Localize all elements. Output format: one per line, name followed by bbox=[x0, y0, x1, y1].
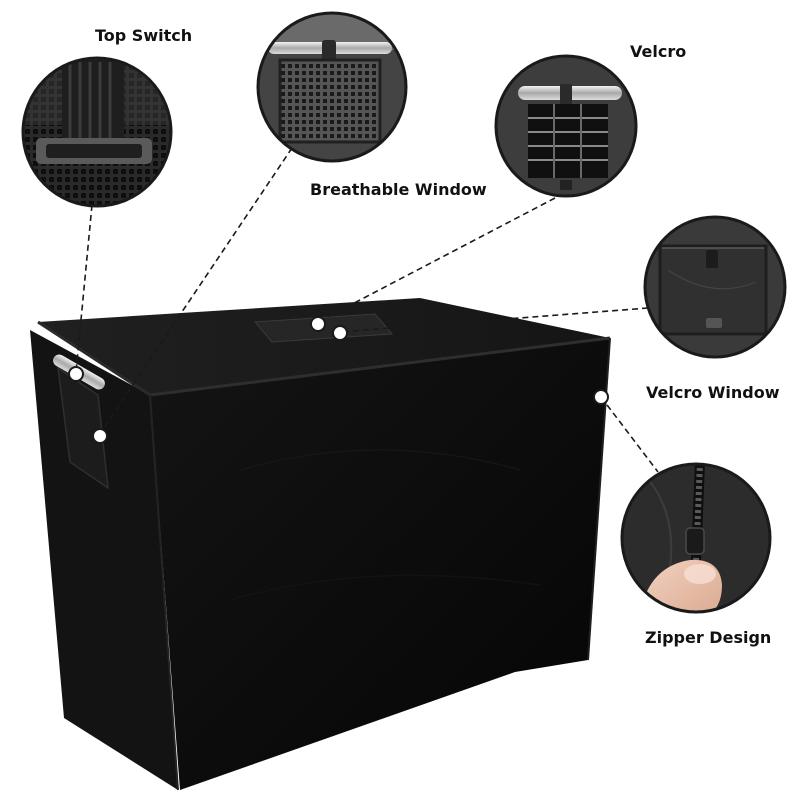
line-top-switch bbox=[75, 204, 93, 373]
zoom-velcro-window-panel bbox=[643, 215, 787, 359]
marker-velcro bbox=[310, 316, 326, 332]
label-velcro-window: Velcro Window bbox=[646, 383, 780, 402]
marker-top-switch bbox=[68, 366, 84, 382]
cover-left-side bbox=[30, 330, 178, 790]
zoom-zipper-pull bbox=[620, 462, 772, 614]
line-zipper bbox=[600, 396, 659, 473]
label-velcro: Velcro bbox=[630, 42, 687, 61]
line-velcro-window bbox=[339, 307, 649, 333]
label-top-switch: Top Switch bbox=[95, 26, 193, 45]
label-breathable-window: Breathable Window bbox=[310, 180, 487, 199]
line-breathable-window bbox=[99, 147, 293, 435]
label-zipper-design: Zipper Design bbox=[645, 628, 772, 647]
marker-zipper bbox=[593, 389, 609, 405]
cover-front bbox=[150, 338, 610, 790]
zoom-breathable-mesh-window bbox=[256, 11, 408, 163]
marker-breathable-window bbox=[92, 428, 108, 444]
cover-body bbox=[30, 298, 611, 791]
marker-velcro-window bbox=[332, 325, 348, 341]
side-pocket bbox=[57, 366, 109, 490]
line-velcro bbox=[317, 197, 556, 323]
zoom-velcro-vent-window bbox=[494, 54, 638, 198]
point-markers bbox=[68, 316, 609, 444]
connector-lines bbox=[75, 147, 659, 473]
zoom-top-switch-handle bbox=[21, 56, 173, 208]
